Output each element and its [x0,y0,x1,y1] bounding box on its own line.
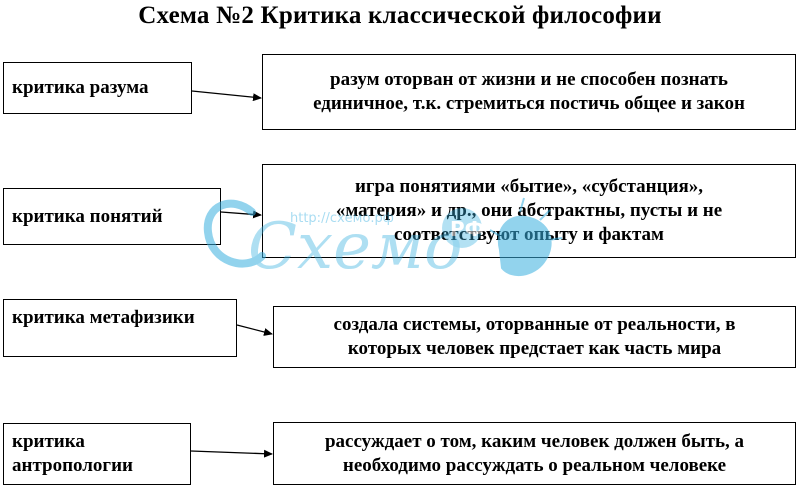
critique-concepts-description-line-1: игра понятиями «бытие», «субстанция», [354,176,704,197]
critique-reason-box: критика разума [3,62,192,114]
critique-anthropology-box: критика антропологии [3,423,191,485]
critique-anthropology-label-line-1: критика [12,431,85,452]
critique-metaphysics-label: критика метафизики [12,307,195,328]
critique-reason-description-line-2: единичное, т.к. стремиться постичь общее… [313,93,745,114]
critique-concepts-label: критика понятий [12,205,163,227]
arrow-metaphysics [236,324,273,336]
arrow-anthropology [190,449,273,458]
diagram-title: Схема №2 Критика классической философии [138,2,662,29]
critique-metaphysics-description-line-2: которых человек предстает как часть мира [347,338,722,359]
critique-anthropology-label-line-2: антропологии [12,455,133,476]
critique-reason-description-box: разум оторван от жизни и не способен поз… [262,54,796,130]
critique-reason-label: критика разума [12,77,149,98]
critique-metaphysics-box: критика метафизики [3,299,237,357]
critique-reason-description-line-1: разум оторван от жизни и не способен поз… [330,69,728,90]
critique-anthropology-description-box: рассуждает о том, каким человек должен б… [273,422,796,485]
critique-metaphysics-description-box: создала системы, оторванные от реальност… [273,306,796,368]
critique-metaphysics-description-line-1: создала системы, оторванные от реальност… [333,314,736,335]
arrow-concepts [220,210,262,219]
critique-anthropology-description-line-1: рассуждает о том, каким человек должен б… [324,430,745,452]
critique-anthropology-description-line-2: необходимо рассуждать о реальном человек… [342,454,727,476]
arrow-reason [191,90,262,102]
